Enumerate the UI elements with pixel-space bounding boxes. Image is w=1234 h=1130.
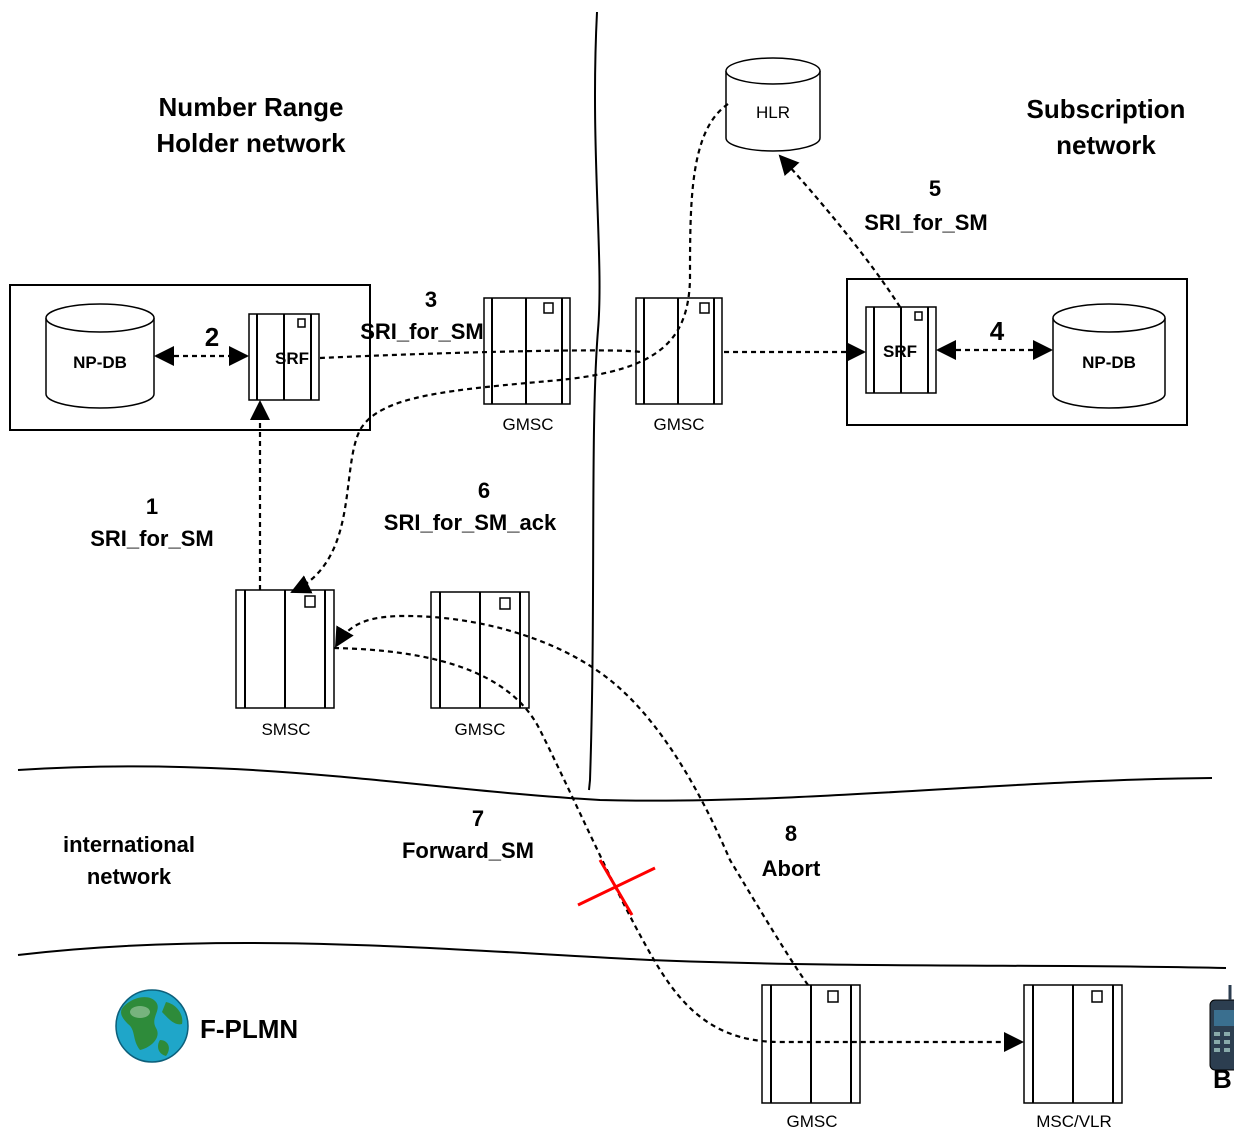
mobile-phone-icon xyxy=(1210,985,1234,1070)
step-6-number: 6 xyxy=(478,478,490,503)
msc-vlr: MSC/VLR xyxy=(1024,985,1122,1130)
np-db-right: NP-DB xyxy=(1053,304,1165,408)
globe-icon xyxy=(116,990,188,1062)
np-db-left-label: NP-DB xyxy=(73,353,127,372)
step-6-label: SRI_for_SM_ack xyxy=(384,510,557,535)
step-3-label: SRI_for_SM xyxy=(360,319,483,344)
srf-right: SRF xyxy=(866,307,936,393)
flow-3 xyxy=(320,350,864,358)
smsc: SMSC xyxy=(236,590,334,739)
step-8-label: Abort xyxy=(762,856,821,881)
hlr: HLR xyxy=(726,58,820,151)
region-title-nrh-line1: Number Range xyxy=(159,92,344,122)
srf-left-label: SRF xyxy=(275,349,309,368)
region-title-international-line2: network xyxy=(87,864,172,889)
np-db-left: NP-DB xyxy=(46,304,154,408)
np-db-right-label: NP-DB xyxy=(1082,353,1136,372)
region-title-subscription-line2: network xyxy=(1056,130,1156,160)
step-2-number: 2 xyxy=(205,322,219,352)
boundary-upper-horizontal xyxy=(18,766,1212,800)
region-title-international-line1: international xyxy=(63,832,195,857)
fplmn-label: F-PLMN xyxy=(200,1014,298,1044)
region-title-subscription-line1: Subscription xyxy=(1027,94,1186,124)
step-3-number: 3 xyxy=(425,287,437,312)
gmsc-sub: GMSC xyxy=(636,298,722,434)
step-4-number: 4 xyxy=(990,316,1005,346)
step-7-number: 7 xyxy=(472,806,484,831)
srf-right-label: SRF xyxy=(883,342,917,361)
region-title-nrh-line2: Holder network xyxy=(156,128,346,158)
gmsc-nrh-label: GMSC xyxy=(503,415,554,434)
mobile-label: B xyxy=(1213,1064,1232,1094)
step-1-number: 1 xyxy=(146,494,158,519)
step-5-number: 5 xyxy=(929,176,941,201)
srf-left: SRF xyxy=(249,314,319,400)
gmsc-sub-label: GMSC xyxy=(654,415,705,434)
gmsc-fplmn-label: GMSC xyxy=(787,1112,838,1130)
step-8-number: 8 xyxy=(785,821,797,846)
gmsc-nrh: GMSC xyxy=(484,298,570,434)
gmsc-smsc-label: GMSC xyxy=(455,720,506,739)
msc-vlr-label: MSC/VLR xyxy=(1036,1112,1112,1130)
step-5-label: SRI_for_SM xyxy=(864,210,987,235)
failure-cross-icon xyxy=(578,860,655,915)
hlr-label: HLR xyxy=(756,103,790,122)
smsc-label: SMSC xyxy=(261,720,310,739)
step-7-label: Forward_SM xyxy=(402,838,534,863)
gmsc-fplmn: GMSC xyxy=(762,985,860,1130)
gmsc-smsc: GMSC xyxy=(431,592,529,739)
step-1-label: SRI_for_SM xyxy=(90,526,213,551)
boundary-lower-horizontal xyxy=(18,943,1226,968)
flow-8 xyxy=(336,616,808,985)
boundary-vertical xyxy=(589,12,600,790)
